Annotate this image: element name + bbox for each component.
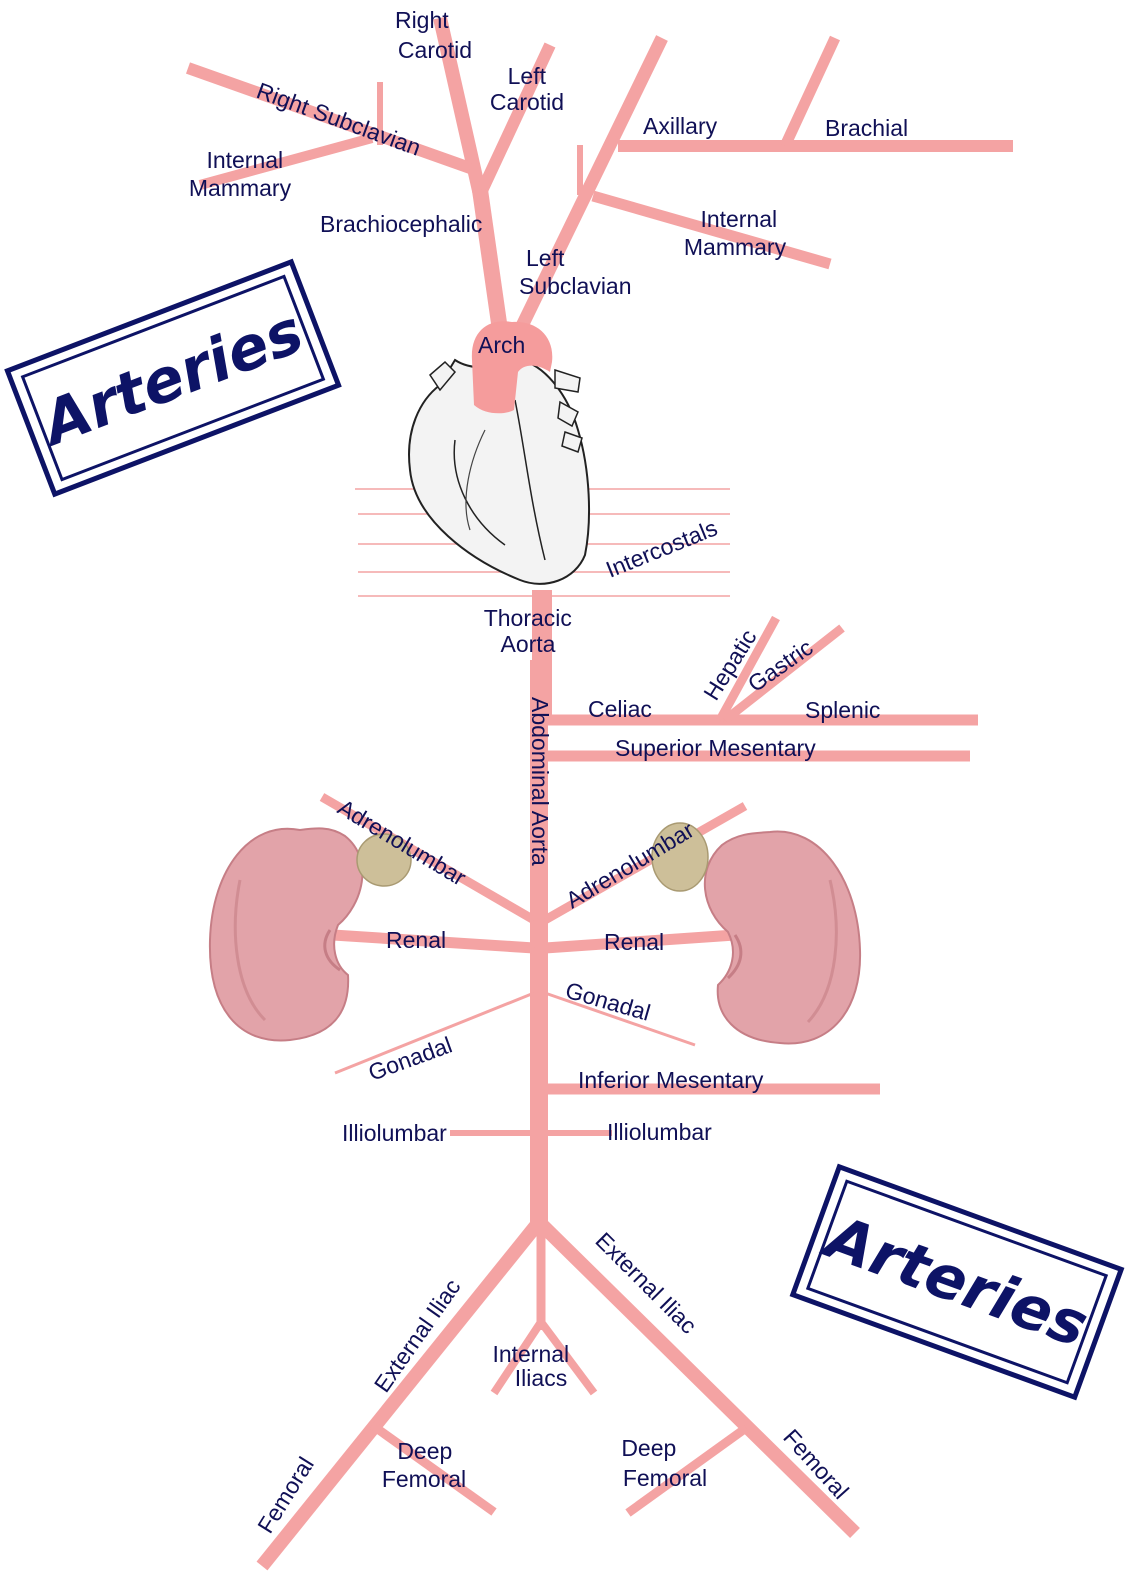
arteries-stamp-top-left: Arteries [7, 262, 338, 494]
arteries-stamp-bottom-right: Arteries [793, 1167, 1121, 1397]
label-celiac: Celiac [588, 696, 652, 722]
heart-vessel-stub-right [555, 370, 580, 392]
label-left-subclavian: Left Subclavian [519, 245, 632, 299]
label-illiolumbar-left: Illiolumbar [607, 1119, 712, 1145]
label-arch: Arch [478, 332, 525, 358]
label-axillary: Axillary [643, 113, 718, 139]
label-brachial: Brachial [825, 115, 908, 141]
label-renal-right: Renal [386, 927, 446, 953]
label-thoracic-aorta: Thoracic Aorta [484, 605, 579, 657]
label-gonadal-right-side: Gonadal [365, 1032, 456, 1086]
label-renal-left: Renal [604, 929, 664, 955]
label-gonadal-left-side: Gonadal [563, 977, 654, 1026]
label-splenic: Splenic [805, 697, 880, 723]
brachiocephalic-vessel [480, 190, 500, 330]
label-left-carotid: Left Carotid [490, 63, 564, 115]
artery-labels: Right Carotid Left Carotid Right Subclav… [189, 7, 908, 1538]
label-abdominal-aorta: Abdominal Aorta [527, 697, 553, 866]
label-inferior-mesentary: Inferior Mesentary [578, 1067, 764, 1093]
label-right-carotid: Right Carotid [395, 7, 472, 63]
label-brachiocephalic: Brachiocephalic [320, 211, 482, 237]
artery-vessels [188, 18, 1013, 1566]
label-femoral-right: Femoral [252, 1452, 319, 1537]
label-superior-mesentary: Superior Mesentary [615, 735, 816, 761]
label-illiolumbar-right: Illiolumbar [342, 1120, 447, 1146]
